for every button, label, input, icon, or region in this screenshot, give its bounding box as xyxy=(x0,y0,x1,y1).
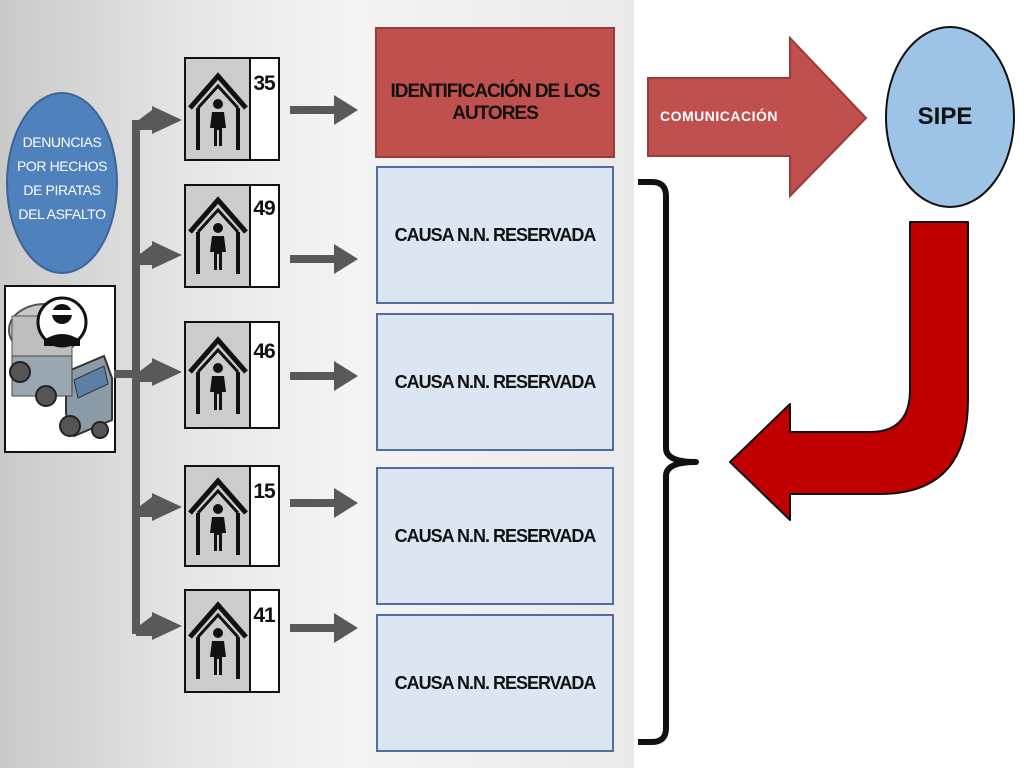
station-number: 46 xyxy=(253,340,275,363)
sipe-ellipse xyxy=(885,26,1015,208)
station-number: 41 xyxy=(253,604,275,627)
flow-arrow xyxy=(290,95,358,125)
station-15 xyxy=(184,465,280,567)
branch-connector xyxy=(114,106,182,640)
causa-reservada-box: CAUSA N.N. RESERVADA xyxy=(376,614,614,752)
station-41 xyxy=(184,589,280,693)
station-number: 49 xyxy=(253,197,275,220)
causa-reservada-box: CAUSA N.N. RESERVADA xyxy=(376,166,614,304)
sipe-label: SIPE xyxy=(917,103,973,130)
causa-reservada-box: CAUSA N.N. RESERVADA xyxy=(376,313,614,451)
station-35 xyxy=(184,57,280,161)
station-number: 35 xyxy=(253,72,275,95)
denuncias-label-line: DE PIRATAS xyxy=(23,182,101,198)
return-arrow xyxy=(729,221,969,521)
denuncias-label: DENUNCIAS POR HECHOS DE PIRATAS DEL ASFA… xyxy=(12,130,112,226)
truck-icon xyxy=(4,285,116,453)
comunicacion-arrow xyxy=(647,35,868,199)
denuncias-circle xyxy=(6,92,118,274)
identificacion-autores-box: IDENTIFICACIÓN DE LOS AUTORES xyxy=(375,27,615,158)
causa-reservada-box: CAUSA N.N. RESERVADA xyxy=(376,467,614,605)
curly-brace xyxy=(638,179,699,745)
denuncias-label-line: DENUNCIAS xyxy=(22,134,102,150)
denuncias-label-line: DEL ASFALTO xyxy=(18,206,106,222)
flow-arrow xyxy=(290,488,358,518)
flow-arrow xyxy=(290,244,358,274)
station-46 xyxy=(184,321,280,429)
comunicacion-label: COMUNICACIÓN xyxy=(660,108,778,124)
station-49 xyxy=(184,184,280,288)
flow-arrow xyxy=(290,613,358,643)
station-number: 15 xyxy=(253,480,275,503)
denuncias-label-line: POR HECHOS xyxy=(16,158,108,174)
flow-arrow xyxy=(290,361,358,391)
